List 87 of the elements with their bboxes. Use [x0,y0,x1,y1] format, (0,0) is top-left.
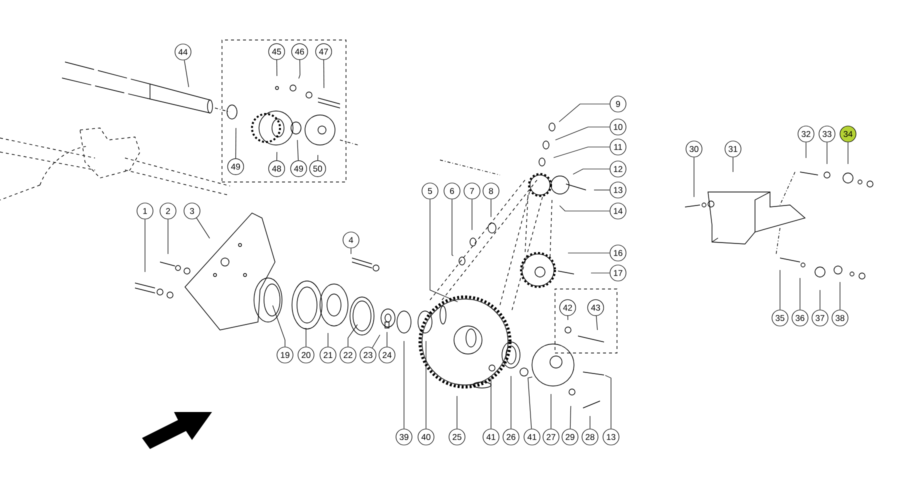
leader-line [184,60,190,88]
callout-number: 3 [184,202,200,220]
callout-number: 14 [610,202,626,220]
callout-number: 49 [227,158,244,175]
callout-number: 39 [396,428,412,446]
callout-number: 21 [320,346,336,364]
leader-line [490,378,492,429]
callout-number: 24 [378,346,396,364]
leader-line [528,376,533,430]
leader-line [570,406,572,429]
callout-number: 13 [610,182,626,198]
leader-line [510,376,512,429]
callout-number: 40 [418,428,434,446]
callout-number: 8 [482,182,500,200]
leader-line [550,394,552,429]
leader-line [553,146,610,158]
callout-number: 13 [602,428,620,446]
callout-number: 17 [610,264,626,282]
leader-line [430,199,458,302]
callout-number: 12 [610,160,626,178]
callout-number: 47 [315,43,332,60]
callout-number: 46 [291,43,308,60]
callout-number: 26 [502,428,520,446]
callout-number: 31 [724,140,742,158]
leader-line [555,126,610,140]
callout-number: 19 [276,346,294,364]
leader-line [596,316,598,330]
leader-line [350,248,352,254]
callout-number: 5 [422,182,438,200]
callout-number: 35 [772,310,788,326]
leader-line [272,305,286,347]
callout-number: 50 [309,160,326,177]
leader-line [348,324,358,347]
leader-line [372,334,380,348]
callout-number: 43 [587,299,604,316]
leader-line [826,142,828,164]
leader-line [568,252,610,254]
leader-line [144,219,146,272]
leader-line [235,128,236,159]
callout-number: 20 [298,346,314,364]
callout-number: 48 [268,160,285,177]
callout-number: 30 [686,140,702,158]
callout-number: 6 [444,182,460,200]
callout-number: 29 [562,428,578,446]
callout-number: 22 [340,346,356,364]
callout-number: 4 [342,232,360,248]
group-frame [222,40,346,182]
group-frame [554,288,618,354]
callout-number: 45 [268,43,285,60]
leader-line [490,199,492,218]
callout-number: 28 [582,428,598,446]
callout-number: 11 [610,138,626,156]
callout-number: 10 [610,118,626,136]
callout-number: 36 [792,310,808,326]
callout-number: 7 [464,182,480,200]
callout-number: 2 [160,202,176,220]
callout-number: 33 [818,126,836,142]
leader-line [196,218,210,239]
leader-line [276,152,278,161]
callout-number: 44 [174,44,192,60]
leader-line [386,332,388,347]
callout-number: 49 [290,160,307,177]
leader-line [298,60,300,79]
leader-line [297,140,299,161]
leader-line [452,199,454,256]
callout-number: 23 [360,346,376,364]
callout-number: 38 [832,310,848,326]
callout-number: 9 [610,96,626,112]
leader-line [572,168,610,175]
callout-number: 1 [136,202,154,220]
leader-line [323,60,324,88]
callout-number: 27 [542,428,560,446]
callout-number: 34 [840,126,856,142]
leader-line [558,104,610,122]
callout-number: 16 [610,244,626,262]
callout-number: 41 [482,428,500,446]
leader-line [604,375,612,429]
callout-number: 32 [798,126,814,142]
callout-number: 25 [448,428,466,446]
callout-number: 41 [524,428,540,446]
callout-number: 42 [559,299,576,316]
callout-number: 37 [812,310,828,326]
leader-line [276,60,278,76]
leader-line [559,205,610,212]
leader-line [590,272,610,274]
leader-line [732,157,734,172]
leader-line [456,396,458,429]
